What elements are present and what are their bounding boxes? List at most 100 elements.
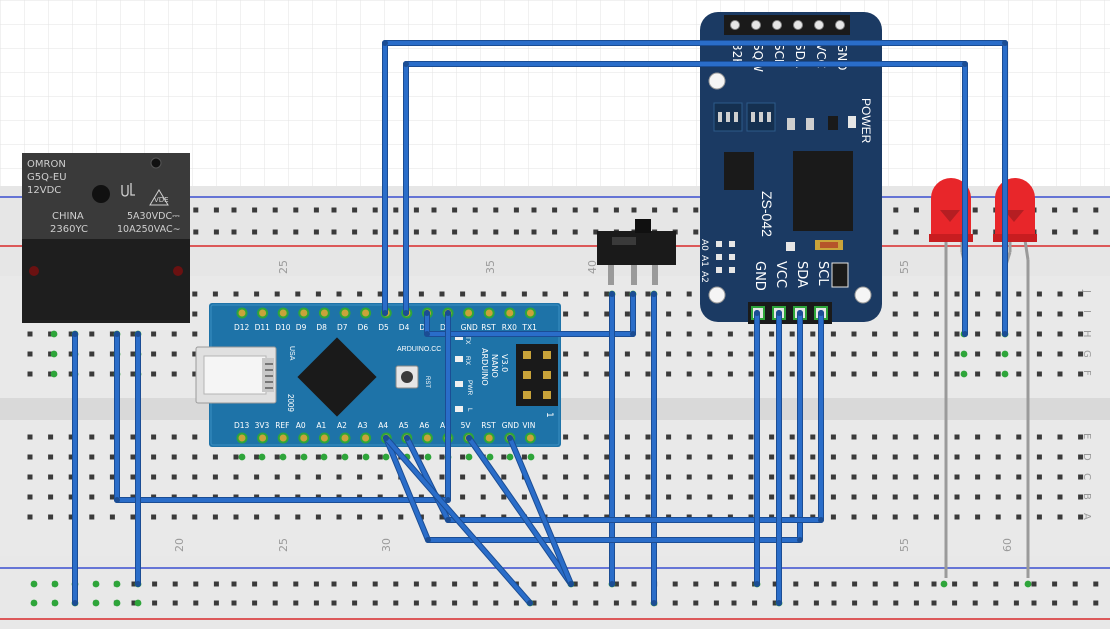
breadboard-hole — [233, 474, 239, 480]
breadboard-hole — [295, 474, 301, 480]
rail-hole — [1072, 581, 1078, 587]
breadboard-hole — [1016, 494, 1022, 500]
connected-hole — [1001, 350, 1009, 358]
nano-usa-label: USA — [288, 346, 295, 361]
breadboard-hole — [789, 434, 795, 440]
rail-hole — [952, 600, 958, 606]
nano-pin — [463, 307, 475, 319]
breadboard-hole — [872, 371, 878, 377]
nano-model-line: NANO — [490, 354, 499, 378]
breadboard-hole — [1057, 494, 1063, 500]
wire-bend — [135, 331, 141, 337]
breadboard-hole — [1057, 291, 1063, 297]
wire-bend — [630, 291, 636, 297]
breadboard-hole — [830, 474, 836, 480]
rail-hole — [152, 600, 158, 606]
breadboard-hole — [686, 311, 692, 317]
connected-hole — [258, 453, 266, 461]
breadboard-hole — [686, 454, 692, 460]
breadboard-hole — [274, 474, 280, 480]
breadboard-hole — [1036, 514, 1042, 520]
nano-model-line: V3.0 — [500, 354, 509, 372]
rail-hole — [252, 600, 258, 606]
breadboard-hole — [995, 454, 1001, 460]
breadboard-hole — [1016, 291, 1022, 297]
breadboard-hole — [810, 494, 816, 500]
breadboard-hole — [27, 351, 33, 357]
breadboard-hole — [830, 351, 836, 357]
nano-pin — [421, 432, 433, 444]
led-left[interactable] — [929, 178, 973, 578]
breadboard-hole — [769, 474, 775, 480]
rail-hole — [313, 229, 319, 235]
rail-hole — [593, 207, 599, 213]
relay-label-origin: CHINA — [52, 211, 84, 222]
col-number: 25 — [277, 260, 290, 274]
breadboard-hole — [624, 434, 630, 440]
rtc-pin-label: SCL — [772, 43, 786, 66]
breadboard-hole — [954, 371, 960, 377]
breadboard-hole — [1016, 371, 1022, 377]
relay[interactable]: OMRON G5Q-EU 12VDC CHINA 2360YC 5A30VDC⎓… — [22, 153, 190, 323]
slide-switch[interactable] — [597, 219, 676, 285]
rail-hole — [852, 600, 858, 606]
breadboard-hole — [624, 371, 630, 377]
rail-hole — [413, 581, 419, 587]
breadboard-hole — [975, 351, 981, 357]
rail-hole — [1052, 207, 1058, 213]
nano-pin-label: REF — [275, 421, 289, 430]
breadboard-hole — [666, 291, 672, 297]
breadboard-hole — [851, 474, 857, 480]
breadboard-hole — [707, 494, 713, 500]
wire-bend — [114, 331, 120, 337]
nano-pin-label: D4 — [399, 323, 410, 332]
breadboard-hole — [68, 434, 74, 440]
breadboard-hole — [769, 494, 775, 500]
rail-hole — [1072, 600, 1078, 606]
nano-pin-label: A4 — [378, 421, 388, 430]
rtc-top-pins — [730, 20, 845, 30]
rail-hole — [193, 229, 199, 235]
breadboard-hole — [975, 494, 981, 500]
rail-hole — [931, 600, 937, 606]
nano-icsp-pin1: 1 — [544, 412, 554, 418]
switch-lever[interactable] — [635, 219, 651, 233]
rail-hole — [272, 600, 278, 606]
breadboard-hole — [130, 474, 136, 480]
breadboard-hole — [1016, 311, 1022, 317]
wire — [508, 436, 573, 586]
breadboard-hole — [748, 454, 754, 460]
row-letter: E — [1081, 433, 1092, 439]
breadboard-hole — [398, 291, 404, 297]
breadboard-hole — [851, 434, 857, 440]
breadboard-hole — [872, 434, 878, 440]
mount-hole — [854, 286, 872, 304]
breadboard-hole — [748, 494, 754, 500]
breadboard-hole — [810, 331, 816, 337]
breadboard-hole — [810, 434, 816, 440]
breadboard-hole — [109, 514, 115, 520]
breadboard-hole — [872, 351, 878, 357]
breadboard-hole — [748, 331, 754, 337]
rail-hole — [272, 229, 278, 235]
nano-pin-label: D6 — [358, 323, 369, 332]
breadboard-hole — [295, 291, 301, 297]
breadboard-hole — [604, 474, 610, 480]
wire-bend — [135, 581, 141, 587]
breadboard-hole — [933, 311, 939, 317]
breadboard-hole — [1057, 434, 1063, 440]
connected-hole — [940, 580, 948, 588]
breadboard-hole — [233, 454, 239, 460]
wire — [384, 436, 532, 605]
wires — [72, 40, 1008, 606]
nano-pin-label: D5 — [378, 323, 389, 332]
rail-hole — [372, 207, 378, 213]
breadboard-hole — [233, 514, 239, 520]
breadboard-hole — [460, 454, 466, 460]
breadboard-hole — [27, 494, 33, 500]
breadboard-hole — [89, 474, 95, 480]
wire-bend — [1002, 331, 1008, 337]
rail-hole — [293, 600, 299, 606]
